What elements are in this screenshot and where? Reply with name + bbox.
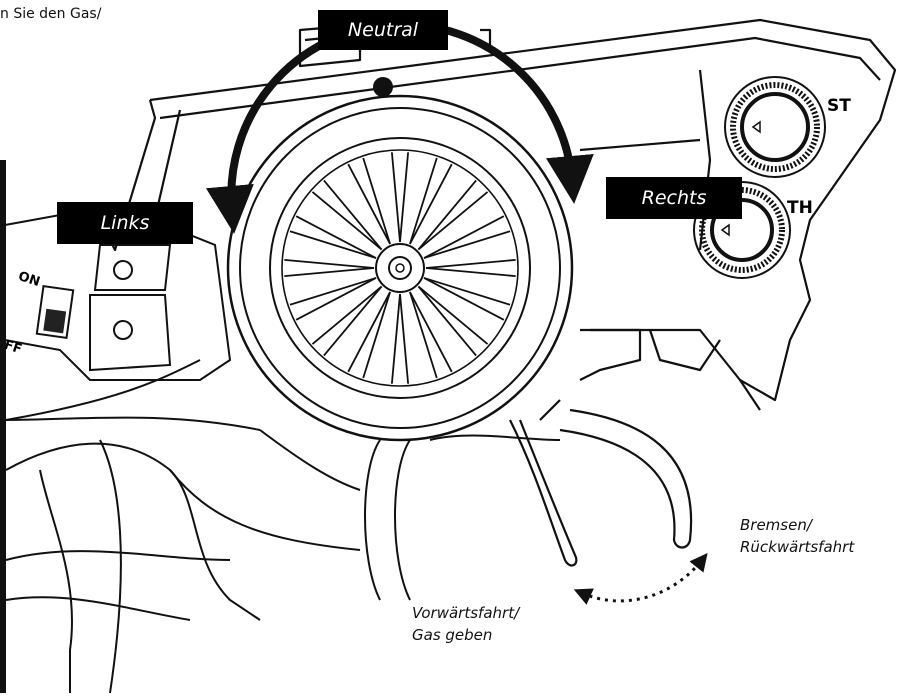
- caption-forward-line2: Gas geben: [412, 626, 493, 644]
- intro-text: n Sie den Gas/: [0, 6, 102, 22]
- wheel-spoke: [417, 285, 477, 357]
- led-bottom: [113, 320, 133, 340]
- wheel-spoke: [423, 277, 505, 321]
- wheel-spoke: [425, 258, 516, 269]
- power-switch-knob: [43, 308, 67, 334]
- wheel-spoke: [289, 277, 377, 306]
- caption-forward: Vorwärtsfahrt/ Gas geben: [412, 602, 519, 646]
- wheel-spoke: [409, 291, 438, 379]
- steering-trim-dial: [724, 76, 826, 178]
- led-top: [113, 260, 133, 280]
- wheel-spoke: [311, 285, 383, 345]
- power-switch: [35, 285, 75, 339]
- dial-label-st: ST: [827, 96, 851, 116]
- wheel-spoke: [284, 267, 375, 278]
- wheel-spoke: [423, 230, 511, 259]
- caption-brake-line2: Rückwärtsfahrt: [740, 538, 855, 556]
- wheel-spoke: [362, 291, 391, 379]
- transmitter-body: [109, 18, 897, 411]
- wheel-spoke: [423, 277, 511, 306]
- caption-brake-line1: Bremsen/: [740, 516, 812, 534]
- wheel-spoke: [284, 258, 375, 269]
- caption-brake: Bremsen/ Rückwärtsfahrt: [740, 514, 854, 558]
- wheel-spoke: [390, 293, 401, 384]
- grip-body: [5, 359, 561, 694]
- wheel-spoke: [399, 293, 410, 384]
- label-rechts: Rechts: [606, 177, 742, 219]
- label-neutral: Neutral: [318, 10, 448, 50]
- dial-label-th: TH: [787, 198, 813, 218]
- throttle-trigger: [509, 399, 693, 567]
- neutral-dot: [373, 77, 393, 97]
- wheel-spoke: [347, 291, 391, 373]
- steering-wheel: [226, 94, 574, 442]
- caption-forward-line1: Vorwärtsfahrt/: [412, 604, 520, 622]
- label-links: Links: [57, 202, 193, 244]
- trigger-motion-arrow: [573, 552, 708, 605]
- wheel-spoke: [417, 285, 489, 345]
- wheel-spoke: [295, 277, 377, 321]
- wheel-spoke: [425, 267, 516, 278]
- left-border-strip: [0, 160, 6, 693]
- wheel-spoke: [289, 230, 377, 259]
- wheel-spoke: [323, 285, 383, 357]
- wheel-spoke: [409, 291, 453, 373]
